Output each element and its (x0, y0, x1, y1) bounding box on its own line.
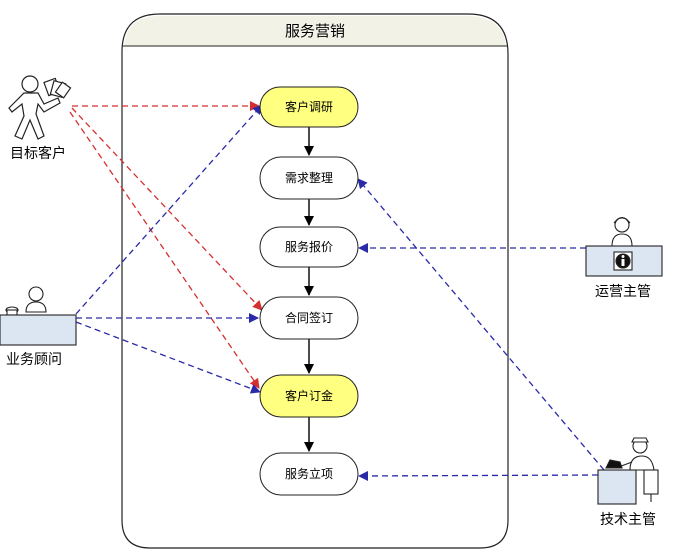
node-requirements[interactable]: 需求整理 (259, 156, 359, 200)
desk-person-icon (0, 286, 77, 346)
person-icon (8, 75, 72, 140)
target-customer-actor: 目标客户 (8, 75, 72, 162)
customer-to-deposit-link (69, 111, 260, 389)
node-label: 需求整理 (285, 170, 333, 185)
info-icon (613, 251, 633, 271)
business-advisor-actor: 业务顾问 (0, 286, 77, 368)
actor-label: 目标客户 (10, 145, 66, 162)
operations-manager-actor: 运营主管 (585, 216, 663, 300)
process-nodes: 客户调研 需求整理 服务报价 合同签订 客户订金 服务立项 (259, 86, 359, 496)
node-label: 服务报价 (285, 239, 333, 254)
node-contract-signing[interactable]: 合同签订 (259, 296, 359, 340)
actor-label: 技术主管 (600, 512, 656, 528)
node-customer-deposit[interactable]: 客户订金 (259, 374, 359, 418)
desk-person-icon (585, 216, 663, 277)
node-project-setup[interactable]: 服务立项 (259, 452, 359, 496)
swimlane-title: 服务营销 (285, 22, 345, 40)
actor-label: 业务顾问 (6, 352, 62, 368)
node-label: 合同签订 (285, 310, 333, 325)
staff-links (75, 104, 605, 481)
phone-icon (5, 306, 19, 316)
actor-label: 运营主管 (595, 284, 651, 300)
node-label: 服务立项 (285, 466, 333, 481)
node-customer-research[interactable]: 客户调研 (259, 86, 359, 128)
computer-user-icon (597, 437, 659, 505)
tech-to-requirements-link (357, 178, 605, 471)
tech-manager-actor: 技术主管 (597, 437, 659, 528)
customer-to-contract-link (71, 107, 263, 311)
node-label: 客户调研 (285, 99, 333, 114)
node-label: 客户订金 (285, 388, 333, 403)
node-service-quote[interactable]: 服务报价 (259, 226, 359, 268)
advisor-to-research-link (75, 104, 263, 315)
customer-links (69, 101, 263, 389)
swimlane: 服务营销 (121, 13, 509, 549)
advisor-to-deposit-link (75, 321, 261, 394)
